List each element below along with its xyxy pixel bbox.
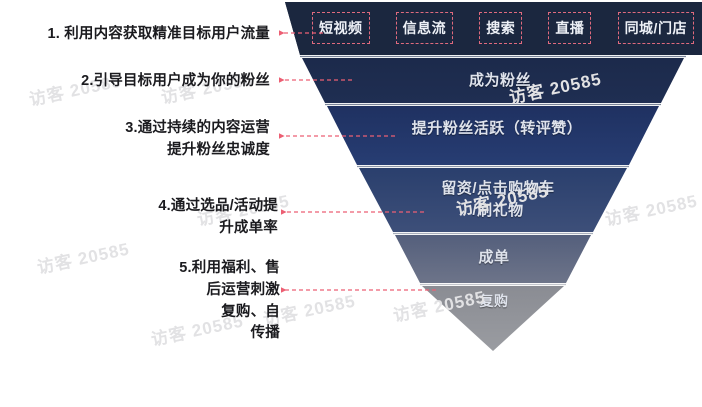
step-label-3: 3.通过持续的内容运营 提升粉丝忠诚度	[125, 120, 270, 158]
channel-chip-live[interactable]: 直播	[548, 12, 592, 44]
channel-chip-feed[interactable]: 信息流	[395, 12, 454, 44]
funnel-label-fans: 成为粉丝	[468, 72, 531, 89]
funnel-segment-order	[395, 235, 591, 283]
funnel-segment-intent	[359, 168, 627, 232]
step-label-4: 4.通过选品/活动提 升成单率	[158, 198, 278, 236]
channel-chip-local-store[interactable]: 同城/门店	[617, 12, 694, 44]
channel-chip-search[interactable]: 搜索	[479, 12, 523, 44]
funnel-label-intent: 留资/点击购物车 /刷礼物	[441, 180, 555, 219]
step-label-5: 5.利用福利、售 后运营刺激 复购、自 传播	[179, 260, 280, 342]
channel-chip-group: 短视频 信息流 搜索 直播 同城/门店	[312, 12, 694, 44]
funnel-label-engage: 提升粉丝活跃（转评赞）	[411, 120, 583, 137]
funnel-label-repeat: 复购	[479, 293, 509, 309]
funnel-segment-engage	[327, 106, 659, 165]
funnel-label-order: 成单	[478, 249, 510, 266]
funnel-segment-repeat	[422, 286, 564, 351]
step-label-1: 1. 利用内容获取精准目标用户流量	[47, 26, 270, 42]
funnel-segment-channels-extension	[285, 2, 702, 55]
funnel-segment-fans	[302, 58, 684, 103]
channel-chip-short-video[interactable]: 短视频	[312, 12, 370, 44]
step-label-2: 2.引导目标用户成为你的粉丝	[81, 73, 270, 89]
